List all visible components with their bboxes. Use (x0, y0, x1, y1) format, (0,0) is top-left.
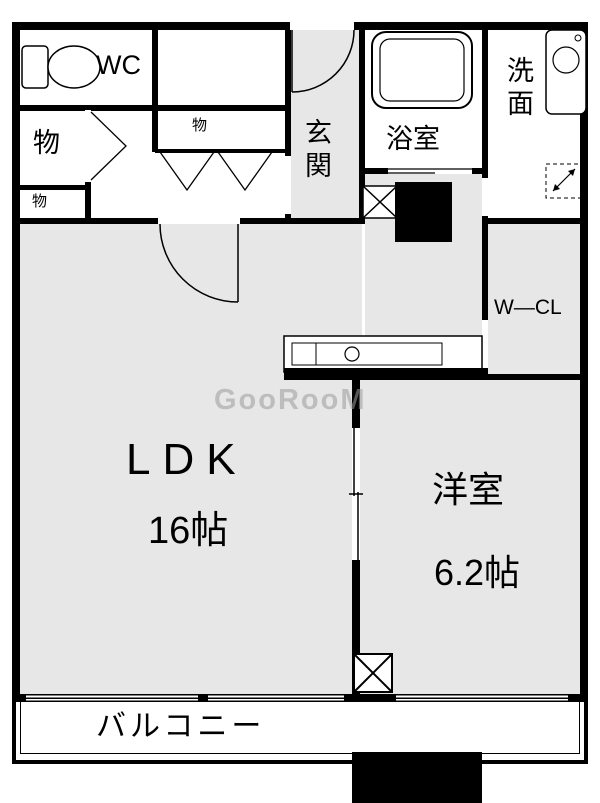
closet-top-label: 物 (192, 117, 208, 134)
room-genkan (291, 30, 359, 218)
kitchen-counter (283, 335, 483, 380)
sink-icon (545, 29, 587, 115)
ldk-window-right (208, 694, 344, 702)
room-ldk (20, 224, 362, 694)
entrance-opening (290, 22, 354, 30)
cross-box-bottom (353, 653, 393, 693)
bedroom-size-label: 6.2帖 (434, 552, 521, 593)
washroom-door-opening (482, 178, 488, 216)
wall-genkan-left (285, 22, 291, 224)
balcony-label: バルコニー (96, 710, 266, 743)
ac-marker-icon (545, 163, 583, 199)
wall-closet-bottom (155, 149, 288, 153)
wall-right (580, 22, 588, 702)
wall-bath-right (482, 22, 488, 224)
pillar-bottom (352, 752, 482, 803)
wc-label: WC (96, 50, 141, 80)
wcl-door-opening (482, 320, 488, 368)
pillar-top (395, 182, 452, 242)
genkan-label: 玄関 (301, 118, 331, 184)
closet-bifold-doors (159, 151, 273, 192)
wall-balcony-bottom (12, 760, 588, 764)
bedroom-name-label: 洋室 (432, 469, 505, 510)
ldk-door-arc (159, 223, 239, 303)
wall-storage-divider (12, 185, 88, 190)
balcony-rail-line (20, 702, 580, 754)
wall-left (12, 22, 20, 702)
wall-wc-bottom (12, 105, 288, 111)
room-bedroom (360, 380, 580, 694)
watermark: GooRooM (214, 384, 367, 416)
ldk-size-label: 16帖 (148, 510, 229, 552)
ldk-name-label: LDK (126, 435, 248, 484)
wall-balcony-right (584, 702, 588, 764)
genkan-hall-opening (285, 156, 291, 214)
washroom-label: 洗面 (503, 56, 533, 122)
bathtub-icon (371, 31, 473, 109)
wall-wcl-left (482, 224, 488, 380)
bedroom-window (396, 694, 568, 702)
ldk-window-left (26, 694, 198, 702)
toilet-icon (21, 45, 101, 89)
bathroom-label: 浴室 (386, 124, 440, 154)
entrance-door-arc (291, 29, 355, 93)
cross-box-entry (362, 185, 398, 219)
wall-balcony-left (12, 702, 16, 764)
storage-left-small-label: 物 (32, 193, 48, 210)
wall-wash-bottom (488, 218, 588, 224)
bath-door-opening (388, 168, 472, 174)
wall-wc-right (152, 22, 158, 152)
bath-sliding-door (388, 168, 472, 174)
ldk-door-opening (158, 218, 240, 224)
room-walk-in-closet (488, 224, 580, 374)
kitchen-sink-icon (344, 346, 360, 362)
bedroom-sliding-door (349, 428, 363, 560)
walk-in-closet-label: W—CL (494, 296, 562, 319)
storage-bifold-opening (85, 110, 91, 182)
storage-left-label: 物 (33, 128, 60, 158)
wall-genkan-right (359, 22, 365, 224)
storage-bifold-door (90, 111, 127, 181)
